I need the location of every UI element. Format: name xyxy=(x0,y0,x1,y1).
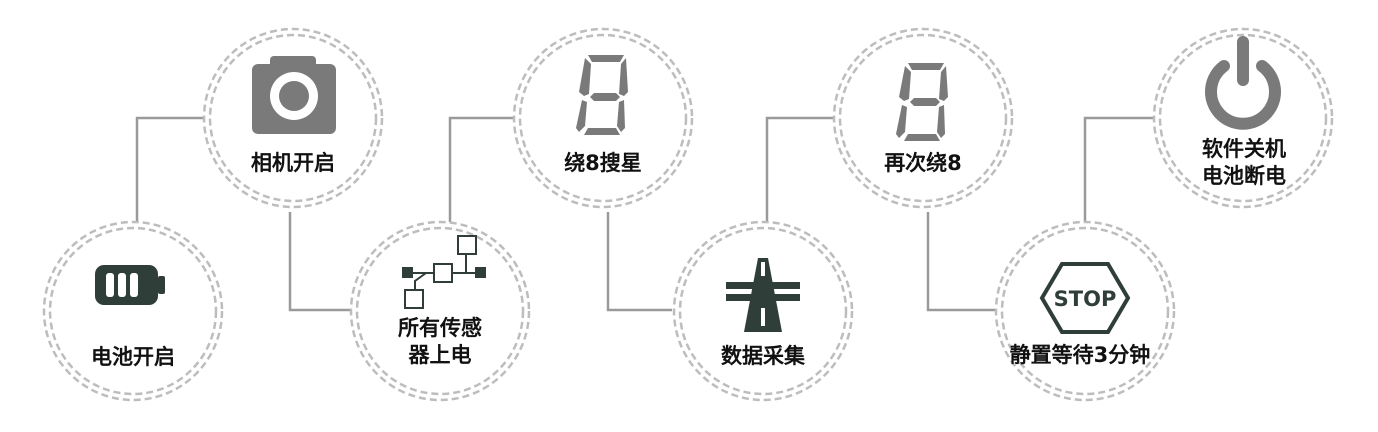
step-ring xyxy=(349,220,531,402)
step-label: 所有传感 xyxy=(398,316,482,340)
connector-1-2 xyxy=(135,116,205,222)
step-ring xyxy=(994,220,1176,402)
step-all-sensors-power: 所有传感 器上电 xyxy=(349,220,531,402)
stop-sign-icon: STOP xyxy=(1039,262,1131,334)
step-label: 电池断电 xyxy=(1202,164,1286,188)
step-battery-on: 电池开启 xyxy=(42,220,224,402)
battery-icon xyxy=(95,265,165,305)
step-data-collection: 数据采集 xyxy=(672,220,854,402)
highway-icon xyxy=(726,258,800,332)
step-camera-on: 相机开启 xyxy=(202,27,384,209)
step-label: 软件关机 xyxy=(1202,137,1286,161)
camera-icon xyxy=(252,56,336,134)
connector-6-7 xyxy=(926,212,995,312)
step-figure8-again: 再次绕8 xyxy=(832,27,1014,209)
connector-4-5 xyxy=(606,212,672,312)
step-figure8-satellite-search: 绕8搜星 xyxy=(512,27,694,209)
svg-text:STOP: STOP xyxy=(1054,287,1117,311)
step-label: 电池开启 xyxy=(91,345,175,369)
step-ring xyxy=(672,220,854,402)
connector-7-8 xyxy=(1083,116,1155,222)
connector-5-6 xyxy=(765,116,835,222)
step-label: 相机开启 xyxy=(251,151,335,175)
step-ring xyxy=(832,27,1014,209)
seven-segment-8-icon xyxy=(896,63,948,141)
step-label: 静置等待3分钟 xyxy=(1010,343,1151,367)
connectors xyxy=(135,116,1155,312)
seven-segment-8-icon xyxy=(576,55,628,135)
connector-3-4 xyxy=(448,116,515,222)
sensor-network-icon xyxy=(402,235,486,309)
step-label: 再次绕8 xyxy=(884,151,962,175)
step-label: 数据采集 xyxy=(721,344,806,368)
step-software-shutdown: 软件关机 电池断电 xyxy=(1152,27,1334,209)
step-ring xyxy=(1152,27,1334,209)
power-icon xyxy=(1205,36,1281,130)
step-ring xyxy=(42,220,224,402)
step-ring xyxy=(512,27,694,209)
step-label: 绕8搜星 xyxy=(564,151,642,175)
connector-2-3 xyxy=(288,212,352,312)
step-wait-3-minutes: STOP 静置等待3分钟 xyxy=(994,220,1176,402)
step-label: 器上电 xyxy=(408,343,472,367)
step-ring xyxy=(202,27,384,209)
